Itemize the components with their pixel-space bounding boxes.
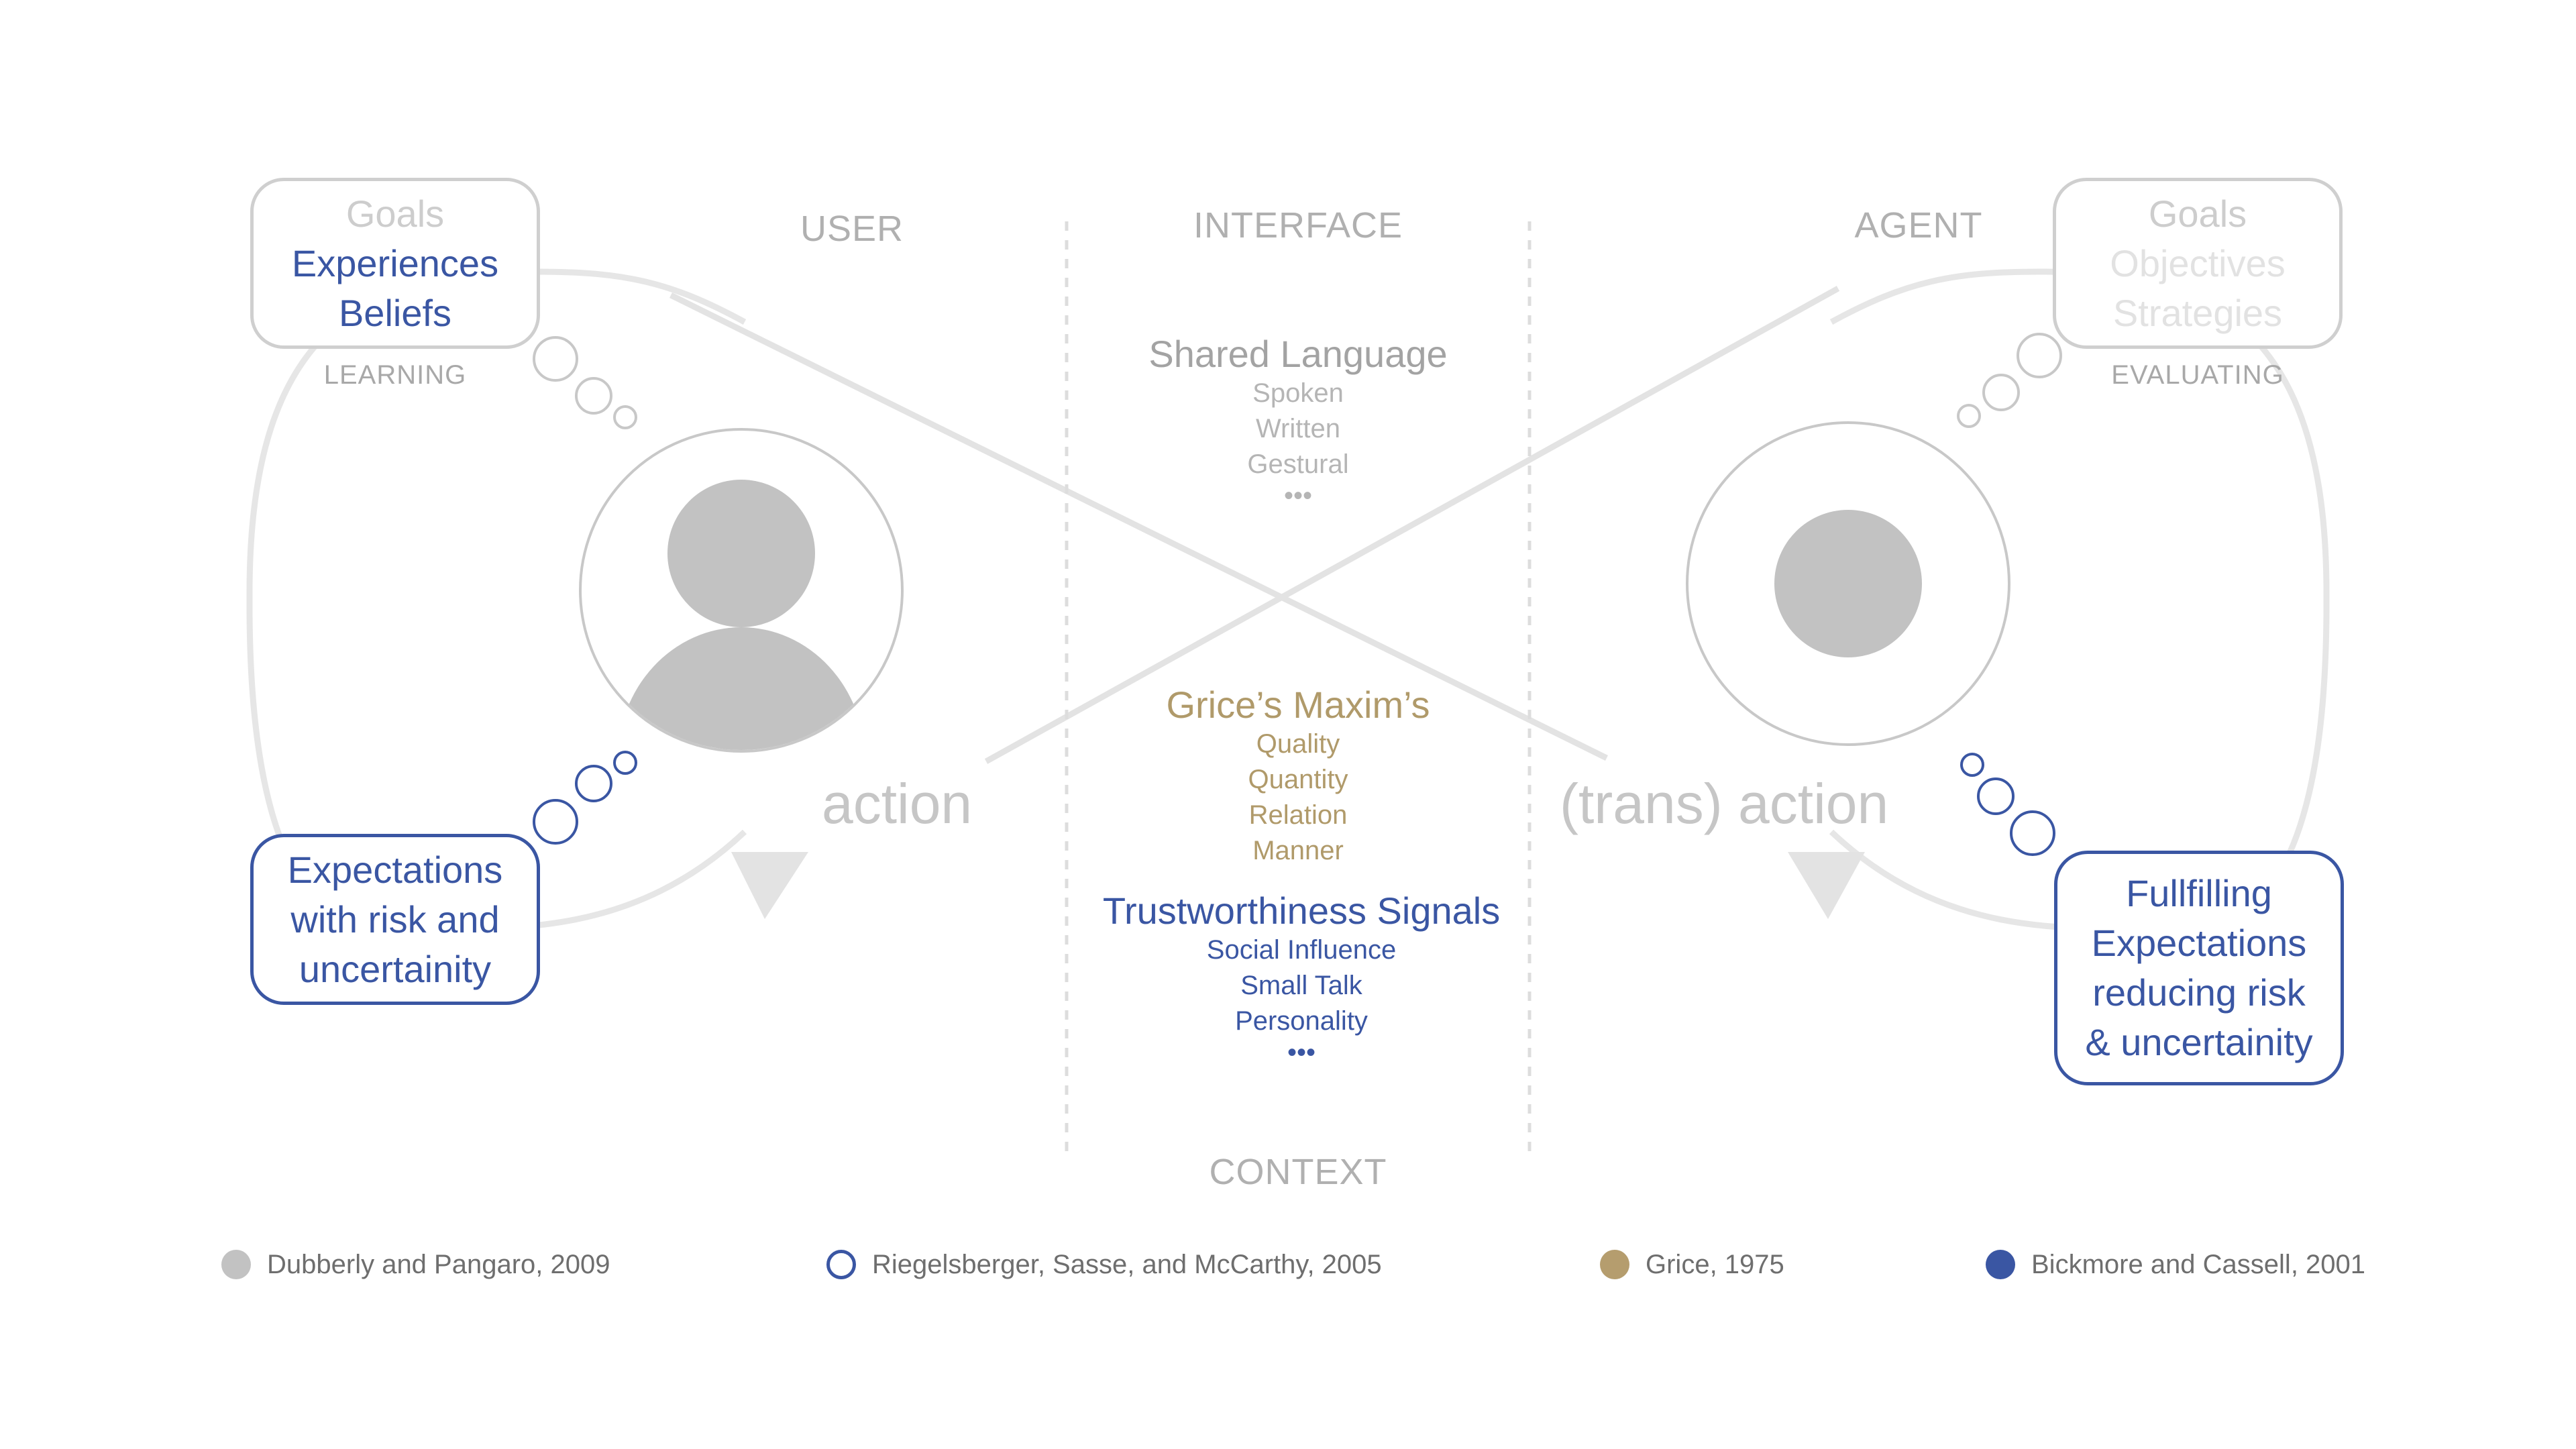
agent-fulfilling-box: Fullfilling Expectations reducing risk &… — [2054, 851, 2344, 1085]
agent-goals-line-1: Goals — [2148, 192, 2247, 235]
agent-thought-bubble-medium — [1982, 374, 2020, 411]
diagonal-user-to-agent — [669, 292, 1608, 761]
trust-signals-item: Social Influence — [1206, 935, 1397, 965]
legend-filled-gray-dot-icon — [221, 1250, 251, 1279]
legend-filled-blue-dot-icon — [1986, 1250, 2015, 1279]
user-goals-box: Goals Experiences Beliefs — [250, 178, 540, 349]
user-expectation-bubble-small — [613, 751, 637, 775]
trust-signals-group: Trustworthiness Signals Social Influence… — [1070, 889, 1533, 1066]
grices-maxims-item: Quality — [1256, 729, 1340, 759]
shared-language-title: Shared Language — [1148, 333, 1448, 375]
user-goals-line-1: Goals — [345, 192, 445, 235]
agent-goals-line-3: Strategies — [2112, 291, 2283, 334]
shared-language-item: Written — [1256, 414, 1340, 443]
legend-filled-gold-dot-icon — [1600, 1250, 1629, 1279]
legend-item-dubberly: Dubberly and Pangaro, 2009 — [221, 1244, 610, 1285]
legend-text-bickmore: Bickmore and Cassell, 2001 — [2031, 1249, 2366, 1279]
legend-text-riegelsberger: Riegelsberger, Sasse, and McCarthy, 2005 — [872, 1249, 1382, 1279]
user-expectations-box: Expectations with risk and uncertainity — [250, 834, 540, 1005]
user-expectation-bubble-medium — [575, 765, 612, 802]
trust-signals-item: Small Talk — [1240, 971, 1362, 1000]
agent-arrowhead — [1788, 852, 1865, 919]
grices-maxims-item: Quantity — [1248, 765, 1348, 794]
column-header-context: CONTEXT — [1209, 1152, 1387, 1192]
agent-phase-label: EVALUATING — [2111, 360, 2284, 390]
agent-fulfilling-line-2: Expectations — [2091, 922, 2307, 964]
user-goals-line-2: Experiences — [291, 241, 499, 284]
user-goals-line-3: Beliefs — [338, 291, 452, 334]
user-expectations-line-3: uncertainity — [299, 947, 492, 990]
agent-fulfilling-bubble-large — [2010, 810, 2055, 856]
user-expectation-bubble-large — [533, 799, 578, 845]
agent-goals-box: Goals Objectives Strategies — [2053, 178, 2343, 349]
user-expectations-line-2: with risk and — [290, 898, 500, 941]
shared-language-item: Gestural — [1247, 449, 1349, 479]
agent-fulfilling-bubble-small — [1960, 753, 1984, 777]
user-thought-bubble-large — [533, 336, 578, 382]
diagonal-agent-to-user — [984, 286, 1840, 764]
user-phase-label: LEARNING — [323, 360, 467, 390]
legend-item-bickmore: Bickmore and Cassell, 2001 — [1986, 1244, 2365, 1285]
agent-fulfilling-line-1: Fullfilling — [2126, 872, 2272, 914]
user-avatar-body — [617, 627, 865, 750]
legend-text-dubberly: Dubberly and Pangaro, 2009 — [267, 1249, 610, 1279]
agent-thought-bubble-small — [1957, 404, 1981, 428]
grices-maxims-item: Manner — [1252, 836, 1344, 865]
column-header-user: USER — [800, 209, 904, 249]
agent-goals-line-2: Objectives — [2110, 241, 2286, 284]
trust-signals-title: Trustworthiness Signals — [1102, 890, 1501, 932]
grices-maxims-title: Grice’s Maxim’s — [1166, 684, 1430, 726]
shared-language-group: Shared Language Spoken Written Gestural … — [1130, 332, 1466, 509]
legend-text-grice: Grice, 1975 — [1646, 1249, 1784, 1279]
user-arrowhead — [731, 852, 808, 919]
shared-language-item: Spoken — [1252, 378, 1344, 408]
legend-item-grice: Grice, 1975 — [1600, 1244, 1784, 1285]
column-header-agent: AGENT — [1854, 205, 1983, 246]
trust-signals-item: Personality — [1235, 1006, 1368, 1036]
agent-action-label: (trans) action — [1560, 772, 1889, 835]
user-thought-bubble-medium — [575, 377, 612, 415]
grices-maxims-group: Grice’s Maxim’s Quality Quantity Relatio… — [1130, 683, 1466, 869]
legend-outline-blue-dot-icon — [826, 1250, 856, 1279]
agent-fulfilling-line-3: reducing risk — [2092, 971, 2306, 1014]
agent-fulfilling-line-4: & uncertainity — [2085, 1021, 2313, 1063]
agent-avatar-core — [1774, 510, 1922, 657]
legend-item-riegelsberger: Riegelsberger, Sasse, and McCarthy, 2005 — [826, 1244, 1382, 1285]
agent-thought-bubble-large — [2017, 333, 2062, 378]
user-action-label: action — [822, 772, 973, 835]
column-header-interface: INTERFACE — [1193, 205, 1403, 246]
shared-language-ellipsis: ••• — [1283, 481, 1312, 511]
grices-maxims-item: Relation — [1248, 800, 1348, 830]
user-expectations-line-1: Expectations — [287, 848, 503, 891]
trust-signals-ellipsis: ••• — [1287, 1038, 1316, 1067]
user-avatar-head — [667, 480, 815, 627]
user-thought-bubble-small — [613, 405, 637, 429]
agent-fulfilling-bubble-medium — [1977, 777, 2015, 815]
